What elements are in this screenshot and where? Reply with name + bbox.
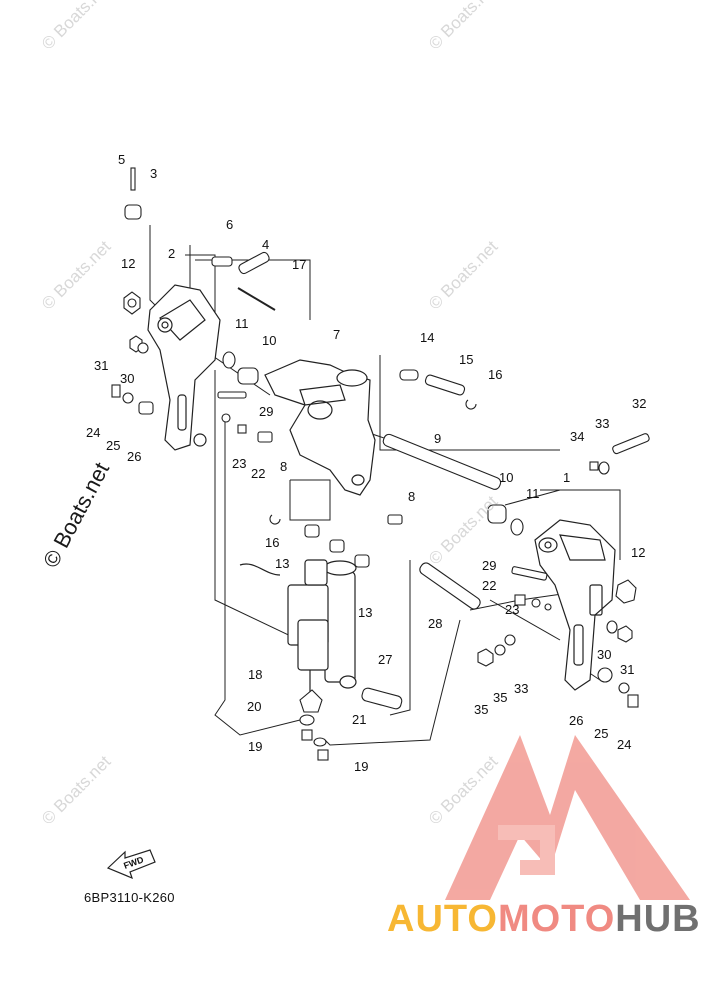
callout-24-right: 24 [617, 737, 631, 752]
swivel-bracket [264, 359, 376, 496]
brand-part-hub: HUB [615, 898, 701, 940]
callout-23: 23 [232, 456, 246, 471]
callout-25: 25 [106, 438, 120, 453]
callout-2: 2 [168, 246, 175, 261]
callout-22: 22 [251, 466, 265, 481]
callout-20: 20 [247, 699, 261, 714]
callout-33: 33 [595, 416, 609, 431]
callout-26: 26 [127, 449, 141, 464]
brand-wordmark: AUTOMOTOHUB [387, 898, 701, 941]
clamp-bracket-left [147, 284, 221, 451]
callout-35-right: 35 [493, 690, 507, 705]
diagram-code: 6BP3110-K260 [84, 890, 175, 905]
callout-24: 24 [86, 425, 100, 440]
callout-4: 4 [262, 237, 269, 252]
callout-31-right: 31 [620, 662, 634, 677]
brand-part-moto: MOTO [497, 898, 616, 940]
leader-lines [149, 225, 621, 746]
callout-3: 3 [150, 166, 157, 181]
callout-21: 21 [352, 712, 366, 727]
callout-16: 16 [488, 367, 502, 382]
callout-28: 28 [428, 616, 442, 631]
callout-13-left: 13 [275, 556, 289, 571]
callout-19-lower: 19 [354, 759, 368, 774]
callout-16-mid: 16 [265, 535, 279, 550]
callout-8: 8 [280, 459, 287, 474]
callout-13-right: 13 [358, 605, 372, 620]
callout-7: 7 [333, 327, 340, 342]
callout-19-upper: 19 [248, 739, 262, 754]
callout-14: 14 [420, 330, 434, 345]
callout-8-mid: 8 [408, 489, 415, 504]
callout-31: 31 [94, 358, 108, 373]
callout-11-right: 11 [526, 486, 540, 501]
callout-33-right: 33 [514, 681, 528, 696]
tilt-cylinder [239, 559, 357, 700]
clamp-bracket-right [534, 519, 616, 691]
callout-35-left: 35 [474, 702, 488, 717]
callout-17: 17 [292, 257, 306, 272]
brand-part-auto: AUTO [387, 898, 498, 940]
callout-1: 1 [563, 470, 570, 485]
callout-32: 32 [632, 396, 646, 411]
callout-12: 12 [121, 256, 135, 271]
callout-30-right: 30 [597, 647, 611, 662]
callout-18: 18 [248, 667, 262, 682]
callout-12-right: 12 [631, 545, 645, 560]
callout-30: 30 [120, 371, 134, 386]
callout-9: 9 [434, 431, 441, 446]
callout-27: 27 [378, 652, 392, 667]
callout-11: 11 [235, 316, 249, 331]
callout-25-right: 25 [594, 726, 608, 741]
callout-23-right: 23 [505, 602, 519, 617]
callout-10-right: 10 [499, 470, 513, 485]
callout-29: 29 [259, 404, 273, 419]
callout-5: 5 [118, 152, 125, 167]
callout-numbers: 5 3 6 4 17 2 12 11 10 7 14 15 16 31 30 2… [86, 152, 646, 774]
callout-29-right: 29 [482, 558, 496, 573]
brand-logo-icon [445, 735, 690, 900]
small-parts [111, 167, 650, 761]
callout-15: 15 [459, 352, 473, 367]
fwd-arrow-icon: FWD [106, 849, 156, 880]
callout-34: 34 [570, 429, 584, 444]
callout-22-right: 22 [482, 578, 496, 593]
callout-10: 10 [262, 333, 276, 348]
callout-26-right: 26 [569, 713, 583, 728]
callout-6: 6 [226, 217, 233, 232]
